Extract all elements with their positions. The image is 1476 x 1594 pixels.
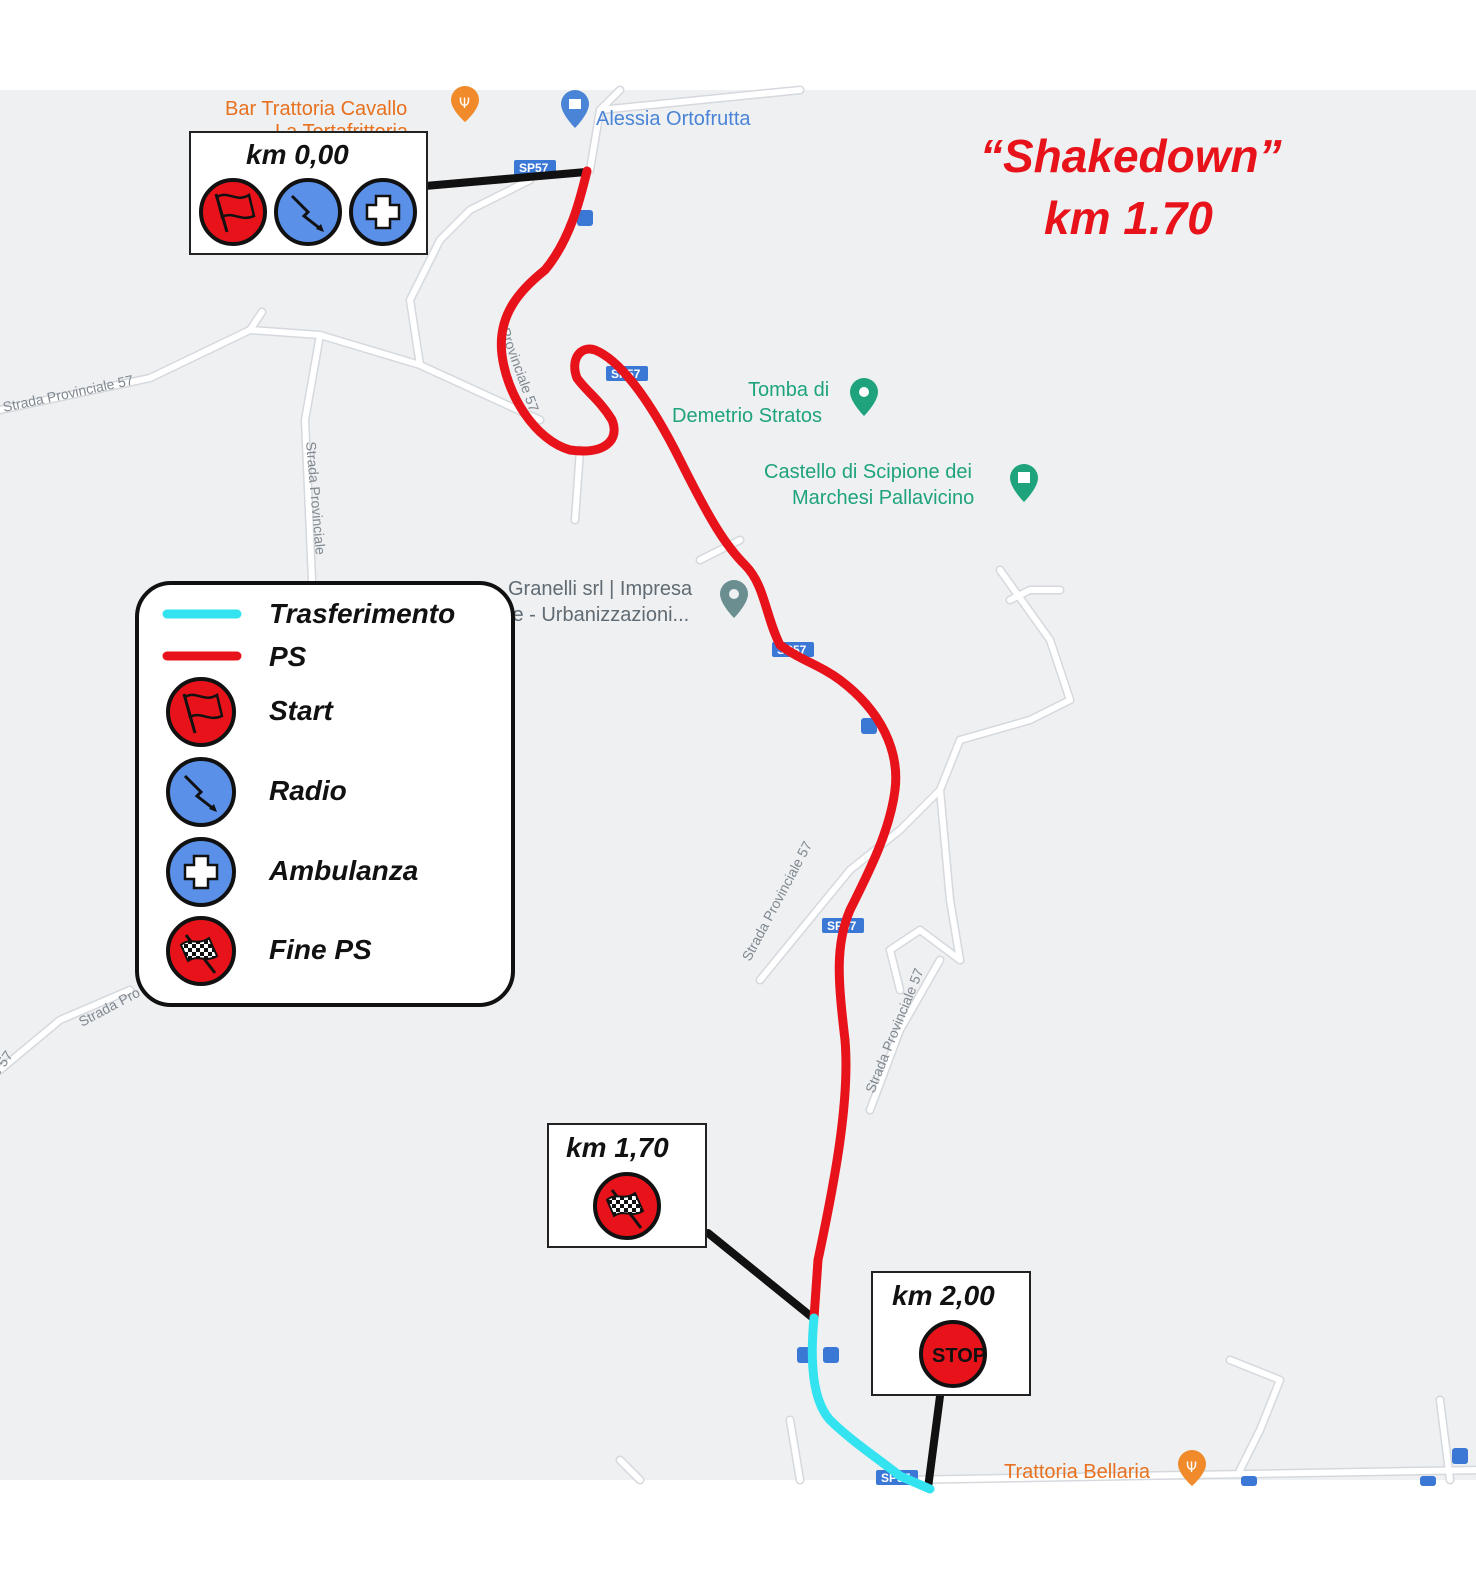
svg-text:STOP: STOP bbox=[932, 1345, 986, 1367]
marker-connector bbox=[421, 168, 944, 1492]
poi-label[interactable]: Bar Trattoria Cavallo bbox=[225, 98, 407, 120]
legend-item-trasferimento: Trasferimento bbox=[162, 598, 455, 629]
poi-label[interactable]: Trattoria Bellaria bbox=[1004, 1461, 1151, 1483]
finish-km-label: km 1,70 bbox=[566, 1132, 669, 1163]
stop-sign-icon: STOP bbox=[919, 1320, 987, 1388]
poi-label[interactable]: Castello di Scipione dei bbox=[764, 461, 972, 483]
restaurant-pin-icon: Ψ bbox=[1178, 1450, 1206, 1486]
ps-route bbox=[496, 166, 901, 1323]
legend-item-start: Start bbox=[166, 677, 334, 747]
flag-icon bbox=[199, 178, 267, 246]
svg-text:Start: Start bbox=[269, 695, 334, 726]
transfer-route bbox=[807, 1313, 935, 1494]
legend-item-ambulanza: Ambulanza bbox=[166, 837, 418, 907]
stop-marker-box[interactable]: km 2,00 STOP bbox=[871, 1271, 1031, 1396]
poi-label[interactable]: Tomba di bbox=[748, 379, 829, 401]
road-shield: SP57 bbox=[514, 160, 556, 175]
checkered-flag-icon bbox=[593, 1172, 661, 1240]
ambulance-icon bbox=[349, 178, 417, 246]
castle-pin-icon bbox=[1010, 464, 1038, 502]
restaurant-pin-icon: Ψ bbox=[451, 86, 479, 122]
legend-item-fine-ps: Fine PS bbox=[166, 916, 372, 986]
page-subtitle: km 1.70 bbox=[1044, 192, 1213, 244]
poi-label[interactable]: le - Urbanizzazioni... bbox=[508, 604, 689, 626]
svg-text:Ψ: Ψ bbox=[459, 96, 470, 112]
svg-text:Ψ: Ψ bbox=[1186, 1460, 1197, 1476]
svg-text:Trasferimento: Trasferimento bbox=[269, 598, 455, 629]
start-km-label: km 0,00 bbox=[246, 139, 349, 170]
poi-label[interactable]: Demetrio Stratos bbox=[672, 405, 822, 427]
svg-text:PS: PS bbox=[269, 641, 307, 672]
checkered-flag-icon bbox=[166, 916, 236, 986]
svg-text:Radio: Radio bbox=[269, 775, 347, 806]
poi-label[interactable]: Marchesi Pallavicino bbox=[792, 487, 974, 509]
place-pin-icon bbox=[720, 580, 748, 618]
stop-km-label: km 2,00 bbox=[892, 1280, 995, 1311]
poi-label[interactable]: Alessia Ortofrutta bbox=[596, 108, 751, 130]
finish-marker-box[interactable]: km 1,70 bbox=[547, 1123, 707, 1248]
shop-pin-icon bbox=[561, 90, 589, 128]
start-marker-box[interactable]: km 0,00 bbox=[189, 131, 428, 255]
poi-label[interactable]: Granelli srl | Impresa bbox=[508, 578, 693, 600]
legend-item-ps: PS bbox=[162, 641, 307, 672]
radio-icon bbox=[166, 757, 236, 827]
camera-pin-icon bbox=[850, 378, 878, 416]
page-title: “Shakedown” bbox=[980, 130, 1282, 182]
svg-text:Fine PS: Fine PS bbox=[269, 934, 372, 965]
ambulance-icon bbox=[166, 837, 236, 907]
flag-icon bbox=[166, 677, 236, 747]
radio-icon bbox=[274, 178, 342, 246]
legend-item-radio: Radio bbox=[166, 757, 347, 827]
svg-text:Ambulanza: Ambulanza bbox=[268, 855, 418, 886]
svg-text:SP57: SP57 bbox=[519, 161, 549, 175]
legend: Trasferimento PS Start Radio bbox=[135, 581, 515, 1007]
